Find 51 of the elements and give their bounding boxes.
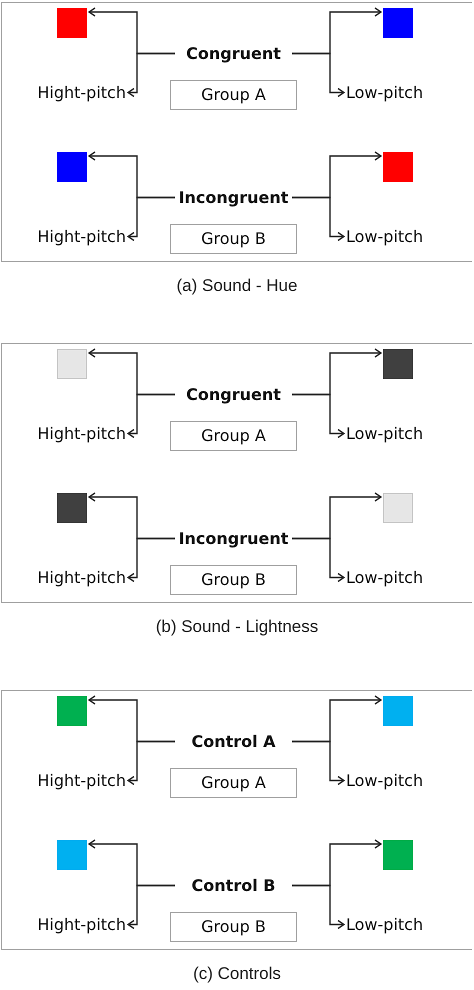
pitch-label: Low-pitch <box>346 771 424 790</box>
color-square <box>57 840 87 870</box>
color-square <box>57 152 87 182</box>
arrow <box>127 394 175 438</box>
arrow <box>292 884 345 930</box>
color-square <box>57 349 87 379</box>
pitch-label: Low-pitch <box>346 424 424 443</box>
pitch-label: Hight-pitch <box>37 227 126 246</box>
group-label: Group A <box>170 80 297 110</box>
color-square <box>57 493 87 523</box>
group-label: Group A <box>170 768 297 798</box>
group-label: Group A <box>170 421 297 451</box>
arrow <box>127 538 175 582</box>
condition-label: Control B <box>175 876 292 895</box>
color-square <box>383 349 413 379</box>
group-label: Group B <box>170 224 297 254</box>
color-square <box>57 8 87 38</box>
pitch-label: Low-pitch <box>346 915 424 934</box>
pitch-label: Hight-pitch <box>37 424 126 443</box>
arrow <box>292 52 345 98</box>
arrow <box>127 884 175 930</box>
condition-label: Congruent <box>175 385 292 404</box>
pitch-label: Low-pitch <box>346 568 424 587</box>
color-square <box>383 840 413 870</box>
condition-label: Control A <box>175 732 292 751</box>
condition-label: Incongruent <box>175 529 292 548</box>
arrow <box>127 52 175 98</box>
color-square <box>383 696 413 726</box>
group-label: Group B <box>170 565 297 595</box>
figure-caption: (b) Sound - Lightness <box>156 617 318 637</box>
pitch-label: Low-pitch <box>346 227 424 246</box>
pitch-label: Hight-pitch <box>37 83 126 102</box>
condition-label: Congruent <box>175 44 292 63</box>
condition-label: Incongruent <box>175 188 292 207</box>
arrow <box>292 740 345 786</box>
arrow <box>127 740 175 786</box>
pitch-label: Hight-pitch <box>37 915 126 934</box>
color-square <box>383 8 413 38</box>
color-square <box>383 152 413 182</box>
group-label: Group B <box>170 912 297 942</box>
arrow <box>127 196 175 242</box>
pitch-label: Low-pitch <box>346 83 424 102</box>
figure-caption: (c) Controls <box>193 964 281 984</box>
arrow <box>292 196 345 242</box>
pitch-label: Hight-pitch <box>37 568 126 587</box>
arrow <box>292 538 345 582</box>
arrow <box>292 394 345 438</box>
figure-caption: (a) Sound - Hue <box>176 276 298 296</box>
pitch-label: Hight-pitch <box>37 771 126 790</box>
color-square <box>57 696 87 726</box>
color-square <box>383 493 413 523</box>
